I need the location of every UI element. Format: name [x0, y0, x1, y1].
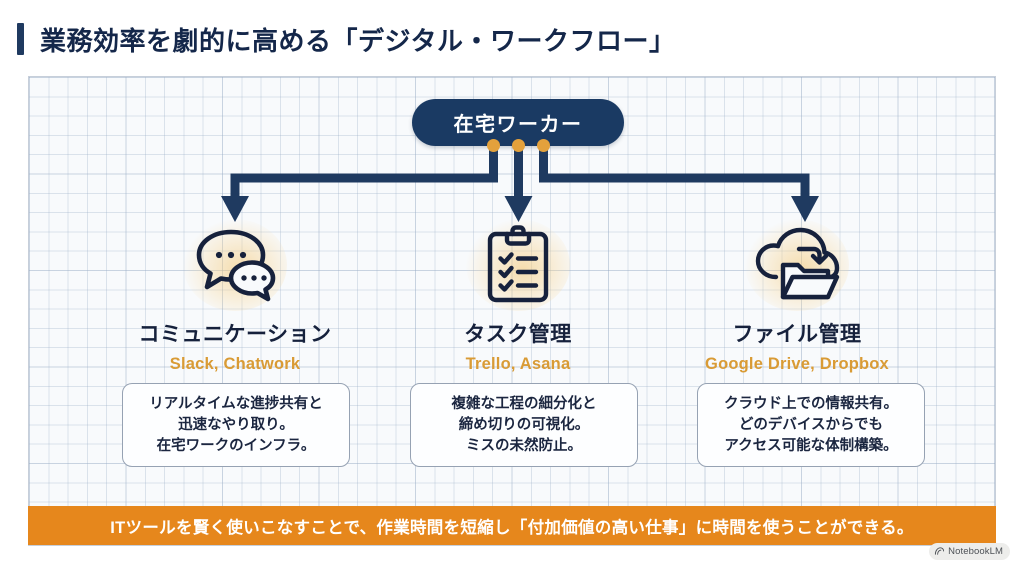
- description-line: クラウド上での情報共有。: [724, 395, 898, 412]
- page-title-row: 業務効率を劇的に高める「デジタル・ワークフロー」: [0, 16, 1024, 62]
- description-line: リアルタイムな進捗共有と: [149, 395, 323, 412]
- root-node-remote-worker[interactable]: 在宅ワーカー: [412, 99, 624, 146]
- connector-dot-right: [537, 139, 550, 152]
- root-node-label: 在宅ワーカー: [453, 114, 583, 136]
- description-line: アクセス可能な体制構築。: [724, 437, 898, 454]
- branch-file: ファイル管理 Google Drive, Dropbox: [667, 222, 927, 374]
- page-title: 業務効率を劇的に高める「デジタル・ワークフロー」: [40, 25, 676, 56]
- branch-tools: Google Drive, Dropbox: [705, 355, 889, 373]
- watermark-label: NotebookLM: [948, 546, 1003, 557]
- branch-tools: Trello, Asana: [465, 355, 571, 373]
- branch-communication: コミュニケーション Slack, Chatwork: [105, 222, 365, 374]
- description-box-communication: リアルタイムな進捗共有と 迅速なやり取り。 在宅ワークのインフラ。: [122, 383, 350, 467]
- description-line: 締め切りの可視化。: [458, 416, 590, 433]
- description-line: どのデバイスからでも: [738, 416, 884, 433]
- connector-dot-center: [512, 139, 525, 152]
- description-line: 迅速なやり取り。: [178, 416, 294, 433]
- branch-heading: タスク管理: [464, 323, 572, 346]
- footer-text: ITツールを賢く使いこなすことで、作業時間を短縮し「付加価値の高い仕事」に時間を…: [110, 518, 914, 537]
- branch-tools: Slack, Chatwork: [169, 355, 301, 373]
- description-line: ミスの未然防止。: [466, 437, 582, 454]
- description-box-file: クラウド上での情報共有。 どのデバイスからでも アクセス可能な体制構築。: [697, 383, 925, 467]
- notebooklm-watermark: NotebookLM: [929, 543, 1010, 560]
- notebooklm-logo-icon: [935, 547, 945, 555]
- branch-task: タスク管理 Trello, Asana: [388, 222, 648, 374]
- description-line: 在宅ワークのインフラ。: [156, 437, 316, 454]
- speech-bubbles-icon: [180, 222, 290, 308]
- branch-heading: コミュニケーション: [138, 323, 332, 346]
- clipboard-checklist-icon: [463, 222, 573, 308]
- footer-banner: ITツールを賢く使いこなすことで、作業時間を短縮し「付加価値の高い仕事」に時間を…: [28, 506, 996, 545]
- connector-dot-left: [487, 139, 500, 152]
- description-line: 複雑な工程の細分化と: [451, 395, 597, 412]
- branch-heading: ファイル管理: [732, 323, 862, 346]
- diagram-panel: [28, 76, 996, 546]
- cloud-folder-icon: [742, 222, 852, 308]
- description-box-task: 複雑な工程の細分化と 締め切りの可視化。 ミスの未然防止。: [410, 383, 638, 467]
- title-accent-bar: [17, 23, 24, 55]
